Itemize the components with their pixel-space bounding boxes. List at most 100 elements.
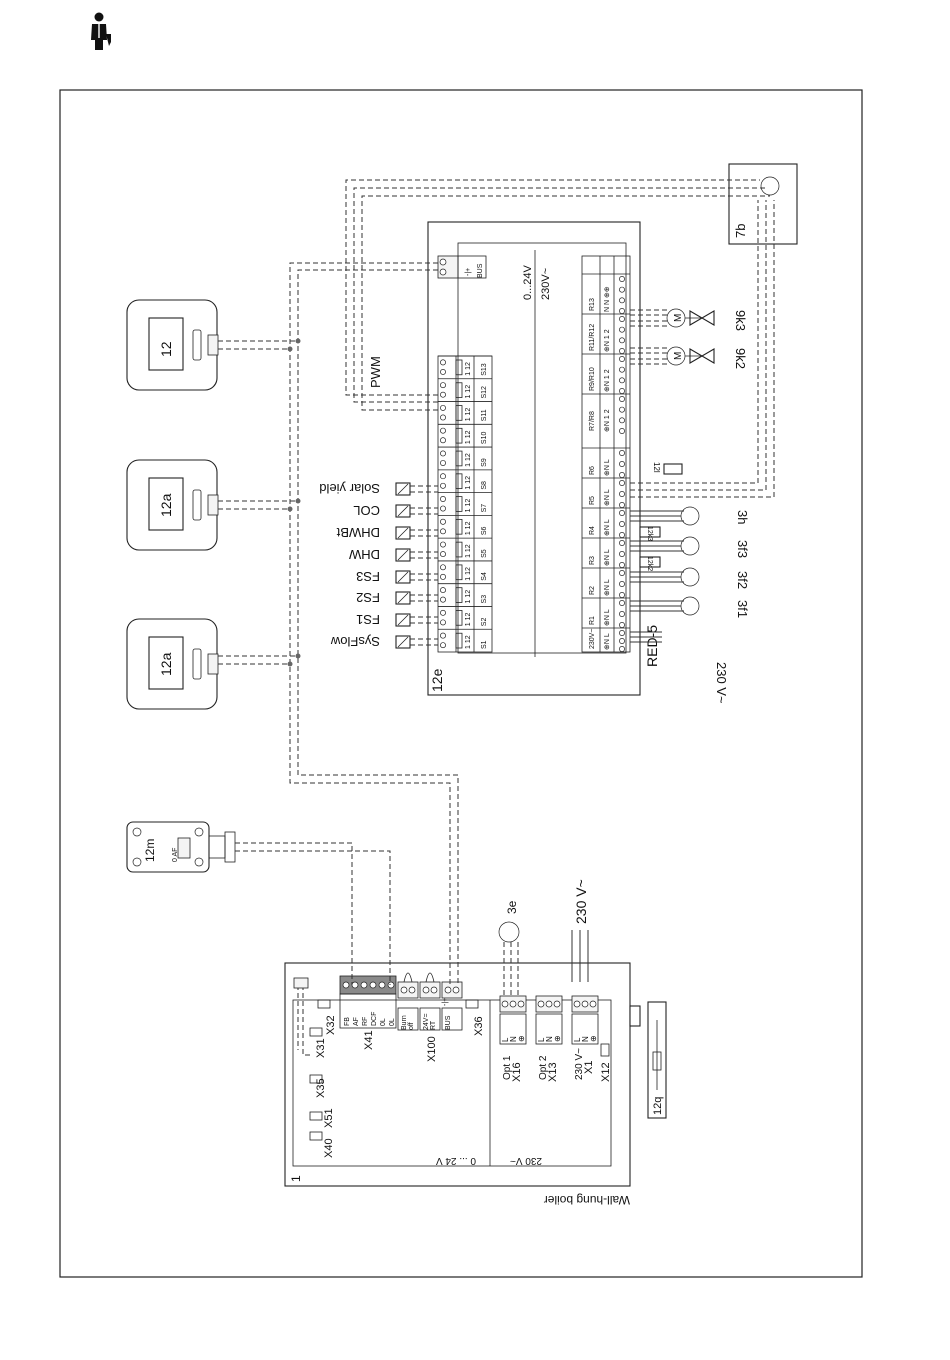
relay-pins: ⊕N L	[604, 489, 611, 506]
x41-terminal-label: RF	[362, 1017, 369, 1026]
relay-pins: ⊕N L	[604, 633, 611, 650]
sensor-name: SysFlow	[330, 634, 380, 649]
relay-label: R7/R8	[589, 411, 596, 431]
sensor-name: FS2	[356, 590, 380, 605]
connector-x16: X16	[511, 1062, 523, 1082]
relay-label: R13	[589, 298, 596, 311]
sensor-name: Solar yield	[319, 481, 380, 496]
connector-x40: X40	[323, 1138, 335, 1158]
pump-label: 3f2	[735, 571, 750, 589]
relay-label: R5	[589, 496, 596, 505]
pump-label: 3f1	[735, 600, 750, 618]
relay-cell-7: R6⊕N L	[582, 447, 630, 478]
x41-block: X41	[339, 975, 397, 1050]
connector-x1: X1	[583, 1061, 595, 1074]
sensor-input-label: S2	[481, 618, 488, 627]
x100-block-label: RT	[430, 1020, 437, 1030]
connector-x12: X12	[600, 1062, 612, 1082]
wire-junction	[295, 653, 301, 659]
sensor-input-label: S9	[481, 458, 488, 467]
relay-label: R6	[589, 466, 596, 475]
wire	[235, 850, 391, 985]
sensor-pins: 1 12	[465, 476, 472, 490]
connector-x100: X100	[426, 1036, 438, 1062]
sensor-pins: 1 12	[465, 499, 472, 513]
sensor-12q: 12q	[629, 1001, 667, 1119]
connector-x41: X41	[363, 1030, 375, 1050]
x41-terminal-label: DCF	[371, 1012, 378, 1026]
connector-x35: X35	[315, 1078, 327, 1098]
module-12e-model: RED-5	[644, 625, 660, 667]
x100-bus-sign: -|+	[442, 998, 449, 1006]
sensor-name: DHWBt	[336, 525, 380, 540]
pump-3f3: 3f3	[630, 536, 750, 558]
relay-pins: ⊕N L	[604, 609, 611, 626]
controller-label: 12a	[158, 493, 174, 517]
thermostat-label: 12k2	[646, 556, 653, 571]
sensor-3: FS2	[356, 590, 438, 605]
installer-icon	[91, 12, 111, 50]
terminal-pin-label: N	[581, 1036, 590, 1042]
relay-pins: ⊕N L	[604, 549, 611, 566]
wire	[353, 187, 765, 403]
thermostat-label: 12k3	[646, 526, 653, 541]
sensor-6: DHWBt	[336, 525, 438, 540]
terminal-pin-label: ⊕	[517, 1035, 526, 1042]
sensor-input-label: S4	[481, 572, 488, 581]
connector-x31: X31	[315, 1038, 327, 1058]
pump-3h: 3h	[630, 506, 750, 526]
sensor-name: FS3	[356, 569, 380, 584]
sensor-input-label: S10	[481, 432, 488, 445]
wire-junction	[295, 338, 301, 344]
page-frame	[59, 89, 863, 1278]
valve-symbol: M	[673, 352, 684, 360]
sensor-name: COL	[353, 503, 380, 518]
pump-3f2: 3f2	[630, 567, 750, 589]
x41-terminal-5: 0L	[378, 981, 387, 1026]
relay-cell-8: R7/R8⊕N 1 2	[582, 393, 630, 434]
wire-junction	[287, 661, 293, 667]
controller-2: 12a	[126, 459, 219, 551]
sensor-pins: 1 12	[465, 521, 472, 535]
x100-block-label: BUS	[445, 1015, 452, 1030]
sensor-pins: 1 12	[465, 635, 472, 649]
x41-terminal-3: RF	[360, 981, 369, 1026]
box-7b-label: 7b	[733, 224, 748, 238]
relay-cell-3: R2⊕N L	[582, 567, 630, 598]
thermostat-12k2: 12k2	[639, 556, 661, 571]
sensor-name: DHW	[348, 547, 380, 562]
sensor-input-label: S1	[481, 640, 488, 649]
terminal-pin-label: N	[545, 1036, 554, 1042]
controller-label: 12a	[158, 652, 174, 676]
relay-cell-1: 230V~⊕N L	[582, 627, 630, 652]
x41-terminal-6: 0L	[387, 981, 396, 1026]
wire-junction	[287, 346, 293, 352]
sensor-pins: 1 12	[465, 362, 472, 376]
pump-label: 3h	[735, 510, 750, 524]
x41-terminal-label: 0L	[380, 1018, 387, 1026]
wire	[302, 985, 310, 1056]
boiler-mains-supply: 230 V~	[573, 879, 589, 924]
connector-x36: X36	[473, 1016, 485, 1036]
module-12e-label: 12e	[429, 668, 445, 692]
sensor-12m: 12m 0 AF	[126, 821, 236, 873]
lower-block-label: Opt 2	[538, 1055, 549, 1080]
thermostat-label: 12l	[652, 462, 661, 473]
relay-cell-2: R1⊕N L	[582, 597, 630, 628]
x100-block-3: BUS	[441, 981, 463, 1031]
x41-terminal-label: FB	[344, 1017, 351, 1026]
sensor-7: COL	[353, 503, 438, 518]
bus-label: BUS	[477, 263, 484, 278]
